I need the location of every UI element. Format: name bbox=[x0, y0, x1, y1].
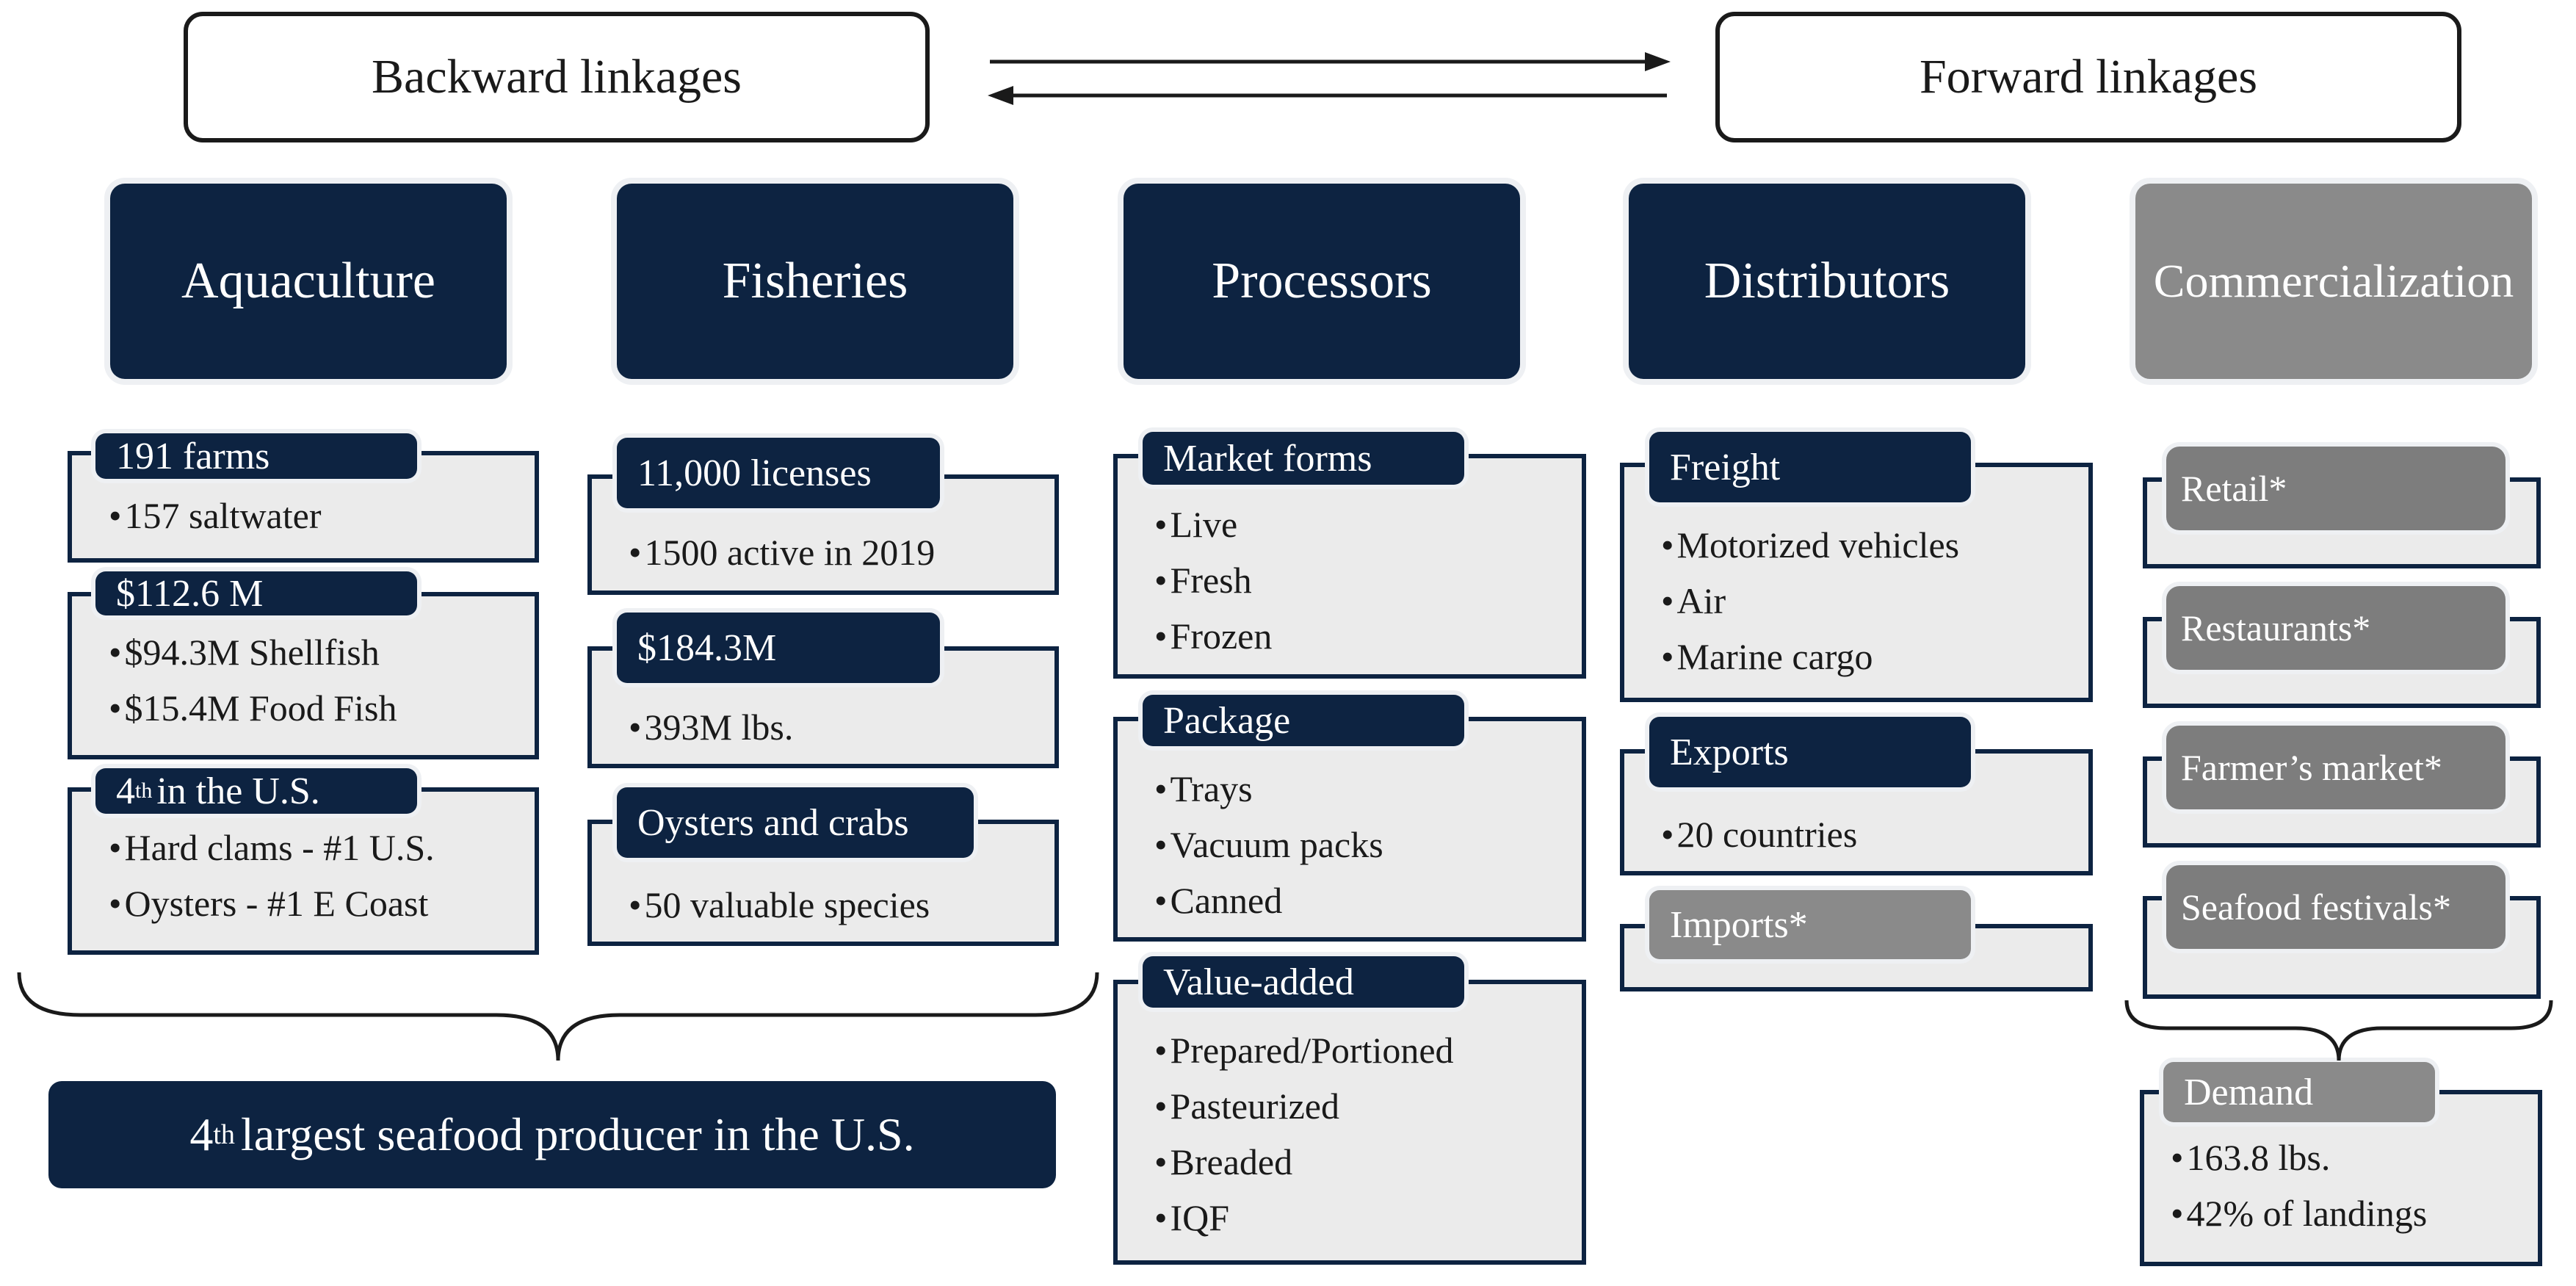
distributors-freight-tag-label: Freight bbox=[1670, 446, 1781, 488]
aquaculture-rank-tag-number: 4 bbox=[116, 770, 135, 812]
arrow-left-head bbox=[988, 86, 1013, 105]
aquaculture-rank-list: Hard clams - #1 U.S. Oysters - #1 E Coas… bbox=[109, 820, 435, 931]
list-item: 42% of landings bbox=[2171, 1185, 2428, 1241]
list-item: 20 countries bbox=[1661, 806, 1858, 862]
list-item: 393M lbs. bbox=[629, 699, 794, 755]
processors-market-forms-tag-label: Market forms bbox=[1163, 437, 1372, 480]
list-item: Live bbox=[1154, 496, 1272, 552]
processors-package-list: Trays Vacuum packs Canned bbox=[1154, 761, 1383, 928]
distributors-exports-tag: Exports bbox=[1649, 717, 1971, 787]
aquaculture-value-panel: $94.3M Shellfish $15.4M Food Fish bbox=[68, 592, 539, 759]
processors-header-label: Processors bbox=[1212, 253, 1432, 309]
distributors-header-label: Distributors bbox=[1704, 253, 1950, 309]
list-item: Pasteurized bbox=[1154, 1078, 1454, 1134]
forward-linkages-label: Forward linkages bbox=[1919, 50, 2258, 104]
aquaculture-value-tag-label: $112.6 M bbox=[116, 572, 264, 615]
distributors-freight-list: Motorized vehicles Air Marine cargo bbox=[1661, 517, 1960, 684]
processors-value-added-tag: Value-added bbox=[1143, 956, 1464, 1008]
distributors-exports-list: 20 countries bbox=[1661, 806, 1858, 862]
list-item: $94.3M Shellfish bbox=[109, 624, 397, 680]
bidirectional-arrows bbox=[988, 52, 1671, 105]
aquaculture-header: Aquaculture bbox=[110, 184, 507, 379]
list-item: Fresh bbox=[1154, 552, 1272, 608]
commercialization-restaurants-label: Restaurants* bbox=[2181, 607, 2371, 649]
fisheries-species-tag: Oysters and crabs bbox=[617, 787, 974, 858]
fisheries-species-list: 50 valuable species bbox=[629, 877, 930, 933]
aquaculture-farms-list: 157 saltwater bbox=[109, 488, 322, 543]
commercialization-retail-tag: Retail* bbox=[2166, 447, 2506, 530]
list-item: Breaded bbox=[1154, 1134, 1454, 1190]
aquaculture-value-tag: $112.6 M bbox=[95, 571, 417, 615]
processors-header: Processors bbox=[1124, 184, 1520, 379]
list-item: Motorized vehicles bbox=[1661, 517, 1960, 573]
processors-package-tag-label: Package bbox=[1163, 699, 1291, 742]
list-item: Canned bbox=[1154, 873, 1383, 928]
commercialization-restaurants-tag: Restaurants* bbox=[2166, 586, 2506, 670]
banner-text: largest seafood producer in the U.S. bbox=[240, 1108, 915, 1160]
list-item: Marine cargo bbox=[1661, 629, 1959, 684]
commercialization-festivals-tag: Seafood festivals* bbox=[2166, 865, 2506, 949]
fisheries-value-list: 393M lbs. bbox=[629, 699, 794, 755]
commercialization-farmers-market-label: Farmer’s market* bbox=[2181, 747, 2442, 788]
backward-linkages-brace bbox=[17, 972, 1099, 1061]
distributors-freight-panel: Motorized vehicles Air Marine cargo bbox=[1620, 463, 2093, 702]
aquaculture-header-label: Aquaculture bbox=[181, 253, 435, 309]
fisheries-species-tag-label: Oysters and crabs bbox=[637, 801, 909, 844]
list-item: Prepared/Portioned bbox=[1154, 1022, 1454, 1078]
processors-package-panel: Trays Vacuum packs Canned bbox=[1113, 717, 1586, 942]
aquaculture-farms-tag-label: 191 farms bbox=[116, 435, 270, 477]
commercialization-header-label: Commercialization bbox=[2153, 255, 2514, 307]
banner-number: 4 bbox=[189, 1108, 214, 1160]
fisheries-licenses-tag: 11,000 licenses bbox=[617, 438, 940, 508]
distributors-imports-tag-label: Imports* bbox=[1670, 903, 1808, 946]
commercialization-retail-label: Retail* bbox=[2181, 468, 2287, 509]
distributors-exports-tag-label: Exports bbox=[1670, 731, 1789, 773]
list-item: 157 saltwater bbox=[109, 488, 322, 543]
processors-package-tag: Package bbox=[1143, 695, 1464, 746]
commercialization-festivals-label: Seafood festivals* bbox=[2181, 886, 2451, 928]
processors-value-added-panel: Prepared/Portioned Pasteurized Breaded I… bbox=[1113, 980, 1586, 1265]
backward-linkages-label: Backward linkages bbox=[372, 50, 742, 104]
aquaculture-farms-tag: 191 farms bbox=[95, 433, 417, 479]
processors-value-added-tag-label: Value-added bbox=[1163, 961, 1354, 1003]
fisheries-value-tag-label: $184.3M bbox=[637, 626, 777, 669]
aquaculture-value-list: $94.3M Shellfish $15.4M Food Fish bbox=[109, 624, 397, 736]
distributors-header: Distributors bbox=[1629, 184, 2025, 379]
list-item: Vacuum packs bbox=[1154, 817, 1383, 873]
distributors-imports-tag: Imports* bbox=[1649, 890, 1971, 959]
commercialization-demand-list: 163.8 lbs. 42% of landings bbox=[2171, 1130, 2428, 1241]
commercialization-farmers-market-tag: Farmer’s market* bbox=[2166, 726, 2506, 809]
processors-value-added-list: Prepared/Portioned Pasteurized Breaded I… bbox=[1154, 1022, 1454, 1246]
fisheries-value-tag: $184.3M bbox=[617, 613, 940, 683]
list-item: 1500 active in 2019 bbox=[629, 524, 936, 580]
commercialization-brace bbox=[2124, 1000, 2553, 1061]
fisheries-header-label: Fisheries bbox=[722, 253, 908, 309]
fisheries-licenses-list: 1500 active in 2019 bbox=[629, 524, 936, 580]
commercialization-demand-tag: Demand bbox=[2163, 1062, 2435, 1122]
fisheries-header: Fisheries bbox=[617, 184, 1013, 379]
processors-market-forms-panel: Live Fresh Frozen bbox=[1113, 454, 1586, 679]
list-item: $15.4M Food Fish bbox=[109, 680, 397, 736]
processors-market-forms-tag: Market forms bbox=[1143, 432, 1464, 485]
list-item: Air bbox=[1661, 573, 1959, 629]
list-item: IQF bbox=[1154, 1190, 1454, 1246]
commercialization-header: Commercialization bbox=[2135, 184, 2532, 379]
list-item: Trays bbox=[1154, 761, 1383, 817]
backward-linkages-box: Backward linkages bbox=[184, 12, 930, 142]
list-item: Hard clams - #1 U.S. bbox=[109, 820, 435, 875]
distributors-freight-tag: Freight bbox=[1649, 432, 1971, 502]
forward-linkages-box: Forward linkages bbox=[1715, 12, 2461, 142]
list-item: Oysters - #1 E Coast bbox=[109, 875, 435, 931]
commercialization-demand-tag-label: Demand bbox=[2184, 1071, 2314, 1113]
processors-market-forms-list: Live Fresh Frozen bbox=[1154, 496, 1273, 664]
aquaculture-rank-tag-rest: in the U.S. bbox=[156, 770, 320, 812]
list-item: Frozen bbox=[1154, 608, 1273, 664]
fisheries-licenses-tag-label: 11,000 licenses bbox=[637, 452, 872, 494]
list-item: 163.8 lbs. bbox=[2171, 1130, 2427, 1185]
list-item: 50 valuable species bbox=[629, 877, 930, 933]
arrow-right-head bbox=[1645, 52, 1671, 71]
